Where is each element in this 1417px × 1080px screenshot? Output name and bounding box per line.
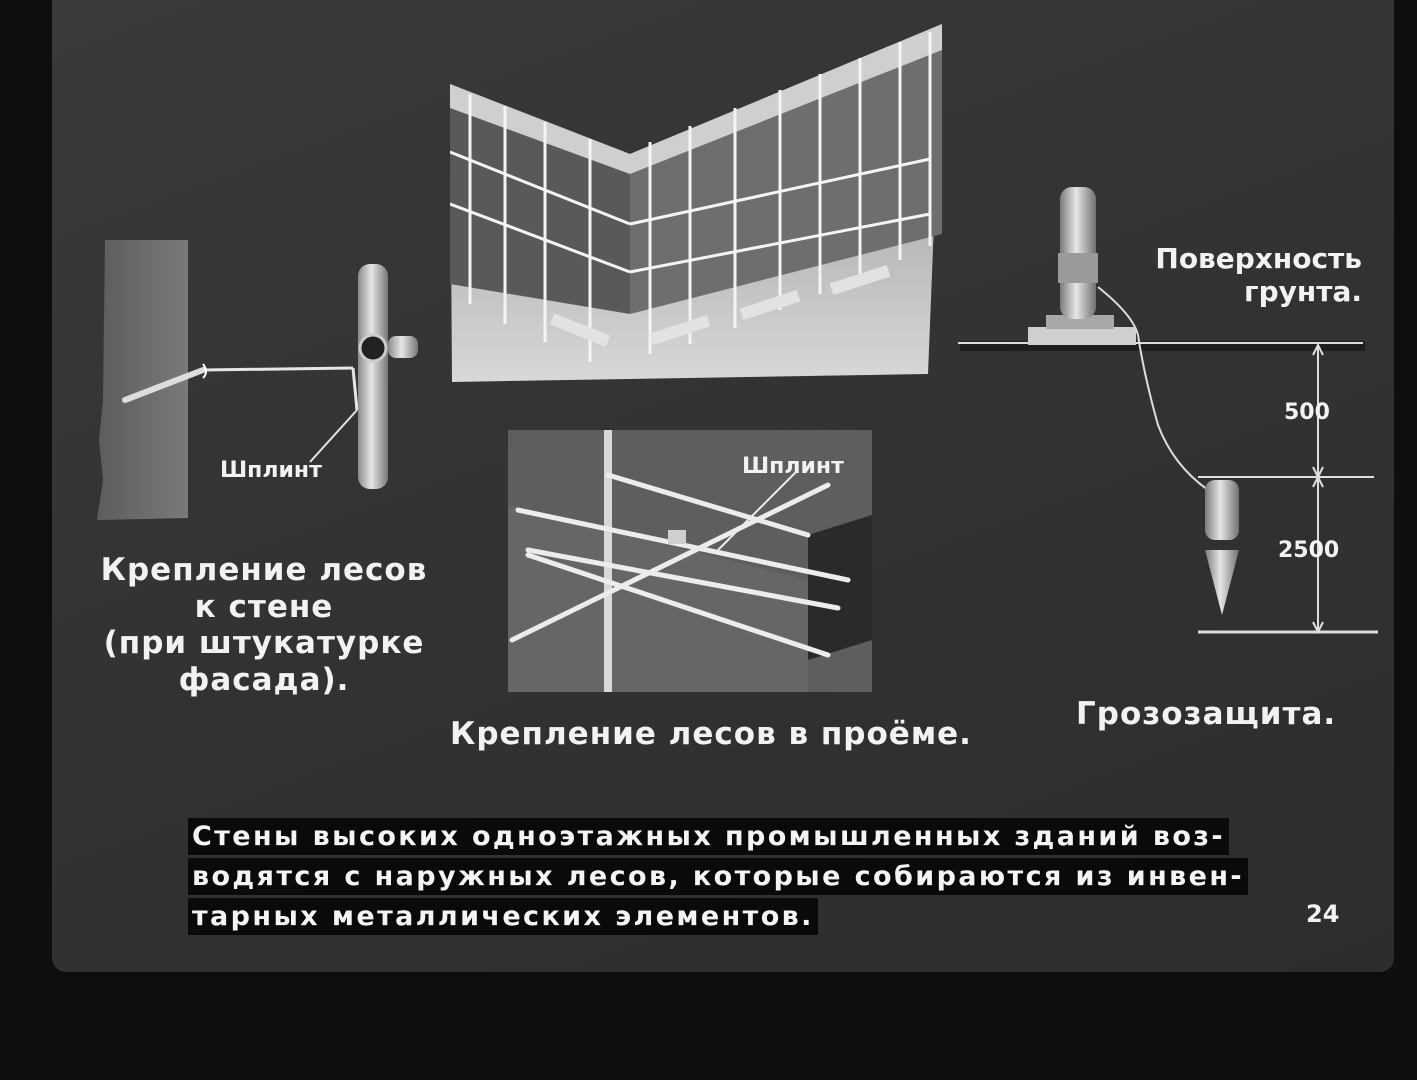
caption-line: тарных металлических элементов. — [188, 898, 818, 935]
page-number: 24 — [1306, 900, 1340, 928]
wall-anchor-caption: Крепление лесов к стене (при штукатурке … — [100, 552, 428, 698]
lightning-protection-illustration — [958, 175, 1383, 645]
opening-anchor-caption: Крепление лесов в проёме. — [450, 716, 972, 752]
caption-line: водятся с наружных лесов, которые собира… — [188, 858, 1248, 895]
wall-anchor-illustration — [95, 240, 425, 530]
lightning-protection-caption: Грозозащита. — [1076, 696, 1337, 732]
dimension-500-label: 500 — [1284, 400, 1330, 425]
opening-pin-label: Шплинт — [742, 454, 844, 479]
ground-surface-label: Поверхность грунта. — [1155, 242, 1362, 309]
wall-pin-label: Шплинт — [220, 458, 322, 483]
facade-scaffolding-illustration — [450, 24, 942, 384]
opening-anchor-illustration — [508, 430, 872, 692]
dimension-2500-label: 2500 — [1278, 538, 1340, 563]
main-caption: Стены высоких одноэтажных промышленных з… — [188, 818, 1248, 938]
caption-line: Стены высоких одноэтажных промышленных з… — [188, 818, 1230, 855]
